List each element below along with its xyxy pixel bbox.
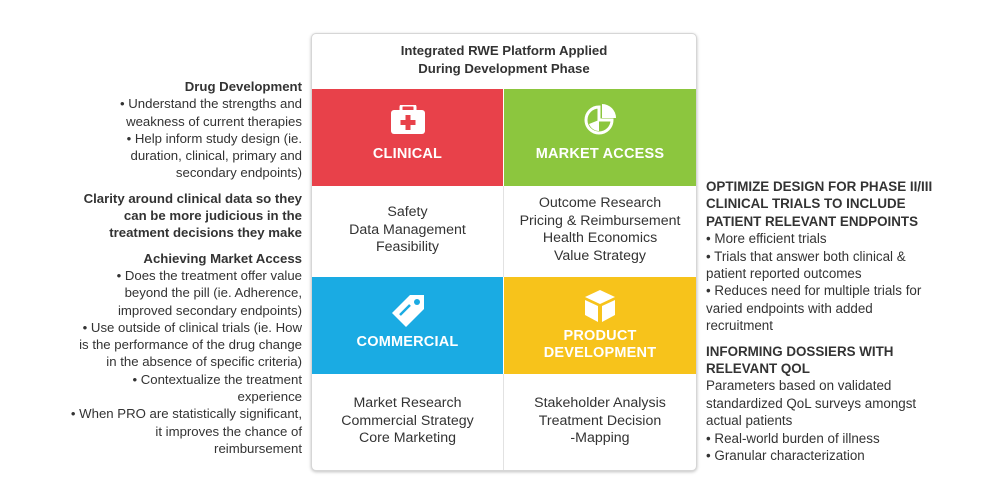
rwe-platform-panel: Integrated RWE Platform Applied During D… [311,33,697,471]
line: it improves the chance of [155,423,302,439]
service-item: Pricing & Reimbursement [519,212,681,229]
service-item: Commercial Strategy [341,412,474,429]
service-item: Feasibility [375,239,440,255]
informing-dossiers-section: INFORMING DOSSIERS WITH RELEVANT QOL Par… [706,343,991,465]
line: in the absence of specific criteria) [106,354,302,370]
left-annotations: Drug Development • Understand the streng… [32,78,302,465]
line: standardized QoL surveys amongst [706,395,917,411]
line: • Understand the strengths and [119,96,302,112]
line: improved secondary endpoints) [118,302,302,318]
commercial-tile: COMMERCIAL [312,277,503,374]
panel-title-line: During Development Phase [418,61,590,76]
service-item: Core Marketing [359,430,456,446]
section-heading-line: PATIENT RELEVANT ENDPOINTS [706,213,919,229]
tile-label: MARKET ACCESS [535,146,665,162]
first-aid-kit-icon [390,103,426,140]
service-item: Safety [387,204,428,220]
line: • When PRO are statistically significant… [70,406,302,422]
market-access-tile: MARKET ACCESS [504,89,696,186]
line: • Help inform study design (ie. [126,130,302,146]
line: experience [237,389,302,405]
tile-label: PRODUCT DEVELOPMENT [504,328,696,362]
line: • Use outside of clinical trials (ie. Ho… [82,319,302,335]
market-access-section: Achieving Market Access • Does the treat… [32,250,302,458]
service-item: Outcome Research [538,195,662,211]
drug-development-section: Drug Development • Understand the streng… [32,78,302,182]
line: reimbursement [214,440,302,456]
section-heading-line: OPTIMIZE DESIGN FOR PHASE II/III [706,179,933,194]
panel-title: Integrated RWE Platform Applied During D… [312,42,696,78]
line: • Granular characterization [706,448,865,464]
box-icon [583,288,617,329]
clinical-services: Safety Data Management Feasibility [312,204,503,257]
line: duration, clinical, primary and [130,148,302,164]
service-item: -Mapping [570,430,630,446]
clinical-tile: CLINICAL [312,89,503,186]
market-access-services: Outcome Research Pricing & Reimbursement… [504,195,696,265]
line: actual patients [706,413,793,429]
tile-label: COMMERCIAL [356,334,459,350]
panel-title-line: Integrated RWE Platform Applied [400,43,608,58]
service-item: Treatment Decision [538,412,662,429]
section-heading: Achieving Market Access [143,250,302,266]
section-heading-line: CLINICAL TRIALS TO INCLUDE [706,196,906,212]
right-annotations: OPTIMIZE DESIGN FOR PHASE II/III CLINICA… [706,178,991,473]
service-item: Stakeholder Analysis [534,395,666,411]
line: • Does the treatment offer value [116,267,302,283]
clarity-section: Clarity around clinical data so they can… [32,190,302,242]
tile-label-line: PRODUCT [563,328,637,344]
commercial-services: Market Research Commercial Strategy Core… [312,395,503,448]
service-item: Health Economics [542,230,658,246]
pie-chart-icon [583,103,617,142]
product-development-services: Stakeholder Analysis Treatment Decision … [504,395,696,448]
section-heading-line: INFORMING DOSSIERS WITH [706,343,894,359]
line: secondary endpoints) [175,165,302,181]
line: is the performance of the drug change [79,337,302,353]
line: weakness of current therapies [126,113,302,129]
tile-label: CLINICAL [372,146,443,162]
service-item: Data Management [349,221,466,238]
section-heading-line: can be more judicious in the [123,208,302,224]
section-heading-line: treatment decisions they make [109,225,302,241]
line: • More efficient trials [706,231,827,247]
divider [503,374,504,470]
product-development-tile: PRODUCT DEVELOPMENT [504,277,696,374]
line: • Trials that answer both clinical & [706,248,906,264]
divider [503,186,504,277]
line: • Contextualize the treatment [132,371,302,387]
section-heading-line: Clarity around clinical data so they [83,190,302,206]
line: • Real-world burden of illness [706,430,880,446]
price-tag-icon [390,293,426,334]
section-heading-line: RELEVANT QOL [706,361,810,377]
section-heading: Drug Development [184,79,302,94]
line: recruitment [706,318,773,334]
line: patient reported outcomes [706,266,862,282]
line: • Reduces need for multiple trials for [706,283,922,299]
service-item: Market Research [353,395,462,411]
service-item: Value Strategy [553,247,646,264]
tile-label-line: DEVELOPMENT [543,345,657,361]
optimize-design-section: OPTIMIZE DESIGN FOR PHASE II/III CLINICA… [706,178,991,335]
line: Parameters based on validated [706,378,892,394]
line: varied endpoints with added [706,300,873,316]
line: beyond the pill (ie. Adherence, [124,285,302,301]
